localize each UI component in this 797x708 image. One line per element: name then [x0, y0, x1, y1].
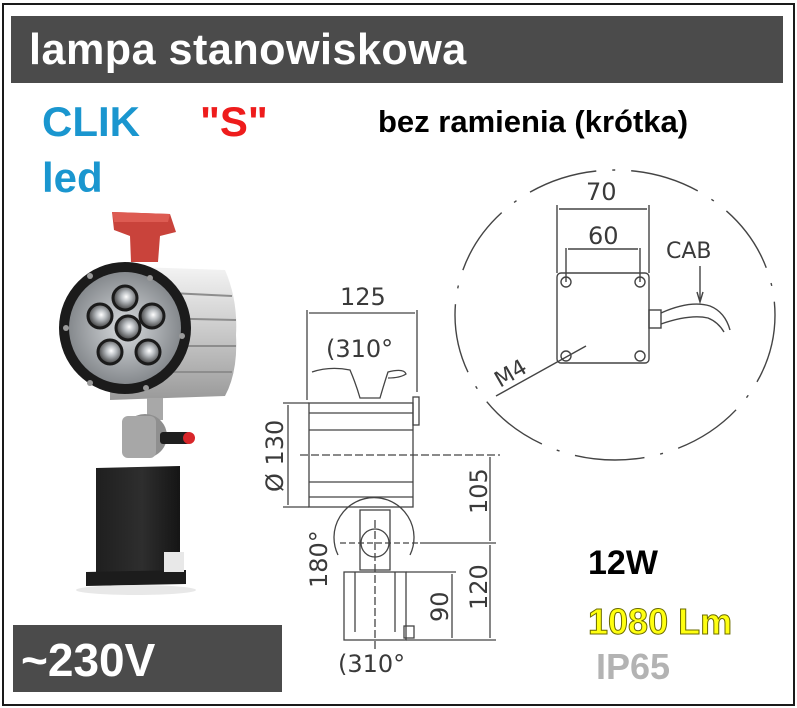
variant-label: "S" — [200, 98, 268, 145]
cable-label: CAB — [666, 239, 712, 264]
rotation-bottom-label: (310° — [338, 650, 405, 678]
voltage-bar: ~230V — [13, 625, 282, 692]
tilt-angle-label: 180° — [305, 530, 333, 588]
power-label: 12W — [588, 544, 658, 582]
rotation-top-label: (310° — [326, 335, 393, 363]
hole-spacing-dimension: 60 — [588, 222, 619, 250]
base-height-dimension: 90 — [426, 591, 454, 622]
lumens-label: 1080 Lm — [587, 601, 733, 642]
diameter-dimension: Ø 130 — [261, 420, 289, 492]
width-dimension: 125 — [340, 283, 386, 311]
header-bar: lampa stanowiskowa — [11, 16, 783, 83]
upper-height-dimension: 105 — [465, 468, 493, 514]
type-label: led — [42, 154, 103, 201]
page-title: lampa stanowiskowa — [29, 25, 467, 74]
product-subtitle: bez ramienia (krótka) — [378, 104, 689, 139]
voltage-label: ~230V — [21, 634, 156, 686]
brand-name: CLIK — [42, 98, 140, 145]
ip-rating-label: IP65 — [596, 646, 671, 687]
lower-height-dimension: 120 — [465, 564, 493, 610]
plate-width-dimension: 70 — [586, 178, 617, 206]
